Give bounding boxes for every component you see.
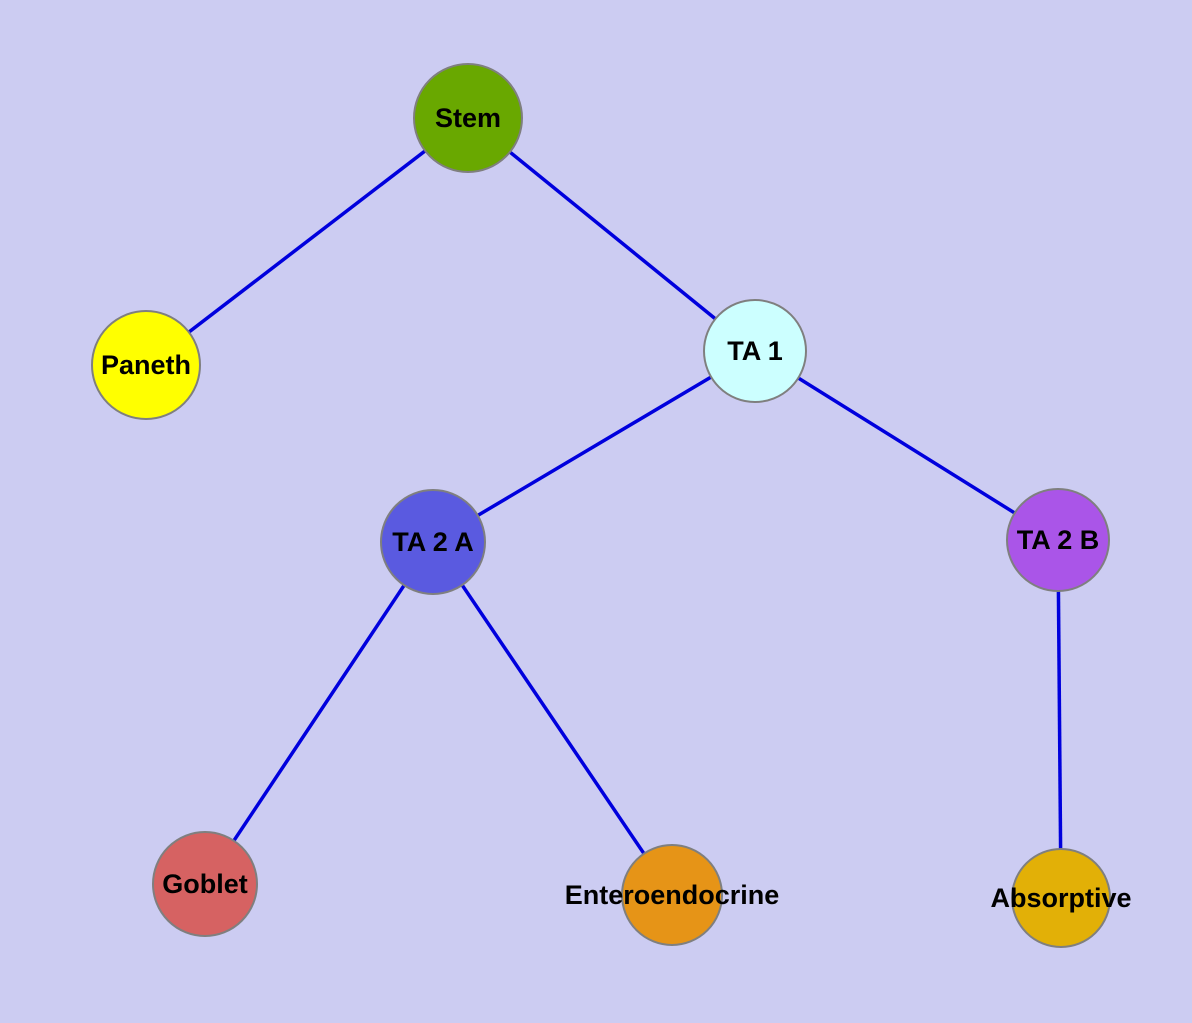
node-stem[interactable]: Stem	[413, 63, 523, 173]
node-circle-absorptive[interactable]	[1011, 848, 1111, 948]
edge-stem-to-paneth	[144, 116, 470, 367]
node-paneth[interactable]: Paneth	[91, 310, 201, 420]
node-ta-2-a[interactable]: TA 2 A	[380, 489, 486, 595]
edge-ta-2-a-to-goblet	[203, 541, 435, 885]
node-circle-goblet[interactable]	[152, 831, 258, 937]
node-circle-enteroendocrine[interactable]	[621, 844, 723, 946]
edge-stem-to-ta-1	[466, 116, 757, 353]
edge-ta-2-b-to-absorptive	[1056, 539, 1063, 899]
node-circle-paneth[interactable]	[91, 310, 201, 420]
edge-ta-1-to-ta-2-a	[432, 349, 756, 544]
node-circle-ta-1[interactable]	[703, 299, 807, 403]
node-circle-ta-2-b[interactable]	[1006, 488, 1110, 592]
edge-ta-1-to-ta-2-b	[754, 349, 1059, 542]
node-circle-ta-2-a[interactable]	[380, 489, 486, 595]
edges-layer	[144, 116, 1063, 899]
edge-ta-2-a-to-enteroendocrine	[431, 541, 674, 896]
node-ta-2-b[interactable]: TA 2 B	[1006, 488, 1110, 592]
node-goblet[interactable]: Goblet	[152, 831, 258, 937]
node-ta-1[interactable]: TA 1	[703, 299, 807, 403]
node-circle-stem[interactable]	[413, 63, 523, 173]
